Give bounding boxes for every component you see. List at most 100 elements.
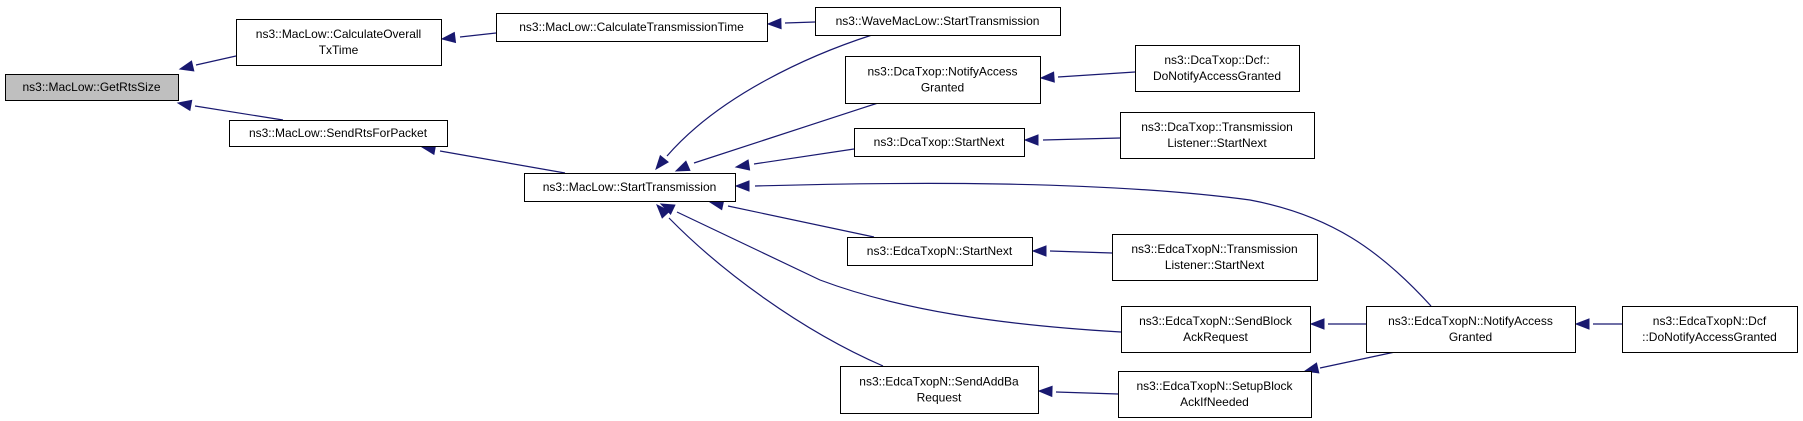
arrowhead: [1574, 318, 1590, 330]
node-label: AckRequest: [1183, 330, 1248, 344]
edge-starttransmission-to-sendrtsforpacket: [420, 143, 566, 174]
edge-dcatlstartnext-to-dcastartnext: [1023, 134, 1121, 146]
node-label: ns3::EdcaTxopN::SetupBlock: [1136, 379, 1293, 393]
node-box[interactable]: [847, 237, 1033, 266]
edge-wavestarttransmission-to-starttransmission: [655, 34, 873, 171]
node-dcadcfdonotify[interactable]: ns3::DcaTxop::Dcf::DoNotifyAccessGranted: [1135, 45, 1300, 92]
edge-line: [1055, 391, 1119, 395]
edge-line: [194, 105, 284, 121]
edge-edcasetupblockack-to-edcasendaddbarequest: [1037, 385, 1119, 398]
node-label: ns3::EdcaTxopN::SendBlock: [1139, 314, 1293, 328]
edge-line: [195, 55, 237, 66]
node-box[interactable]: [845, 56, 1041, 104]
arrowhead: [734, 159, 751, 171]
node-box[interactable]: [1112, 234, 1318, 281]
node-label: ns3::EdcaTxopN::Transmission: [1131, 242, 1297, 256]
node-box[interactable]: [1366, 306, 1576, 353]
node-label: ns3::MacLow::SendRtsForPacket: [249, 126, 428, 140]
arrowhead: [1039, 71, 1055, 83]
edge-dcastartnext-to-starttransmission: [734, 148, 855, 171]
nodes-layer: ns3::MacLow::GetRtsSize ns3::MacLow::Calc…: [5, 7, 1798, 418]
node-box[interactable]: [815, 7, 1061, 36]
edge-line: [459, 32, 497, 38]
node-label: ns3::DcaTxop::Dcf::: [1164, 53, 1269, 67]
node-box[interactable]: [854, 128, 1025, 157]
node-label: ns3::DcaTxop::StartNext: [874, 135, 1005, 149]
node-box[interactable]: [1135, 45, 1300, 92]
edge-line: [754, 182, 1432, 307]
arrowhead: [766, 17, 782, 30]
edge-edcanotifyaccessgranted-to-starttransmission: [734, 180, 1432, 307]
edge-edcasendblockackrequest-to-starttransmission: [659, 203, 1122, 333]
node-label: ns3::WaveMacLow::StartTransmission: [836, 14, 1040, 28]
arrowhead: [655, 154, 669, 171]
node-dcastartnext[interactable]: ns3::DcaTxop::StartNext: [854, 128, 1025, 157]
arrowhead: [1309, 318, 1325, 330]
node-label: ns3::MacLow::CalculateOverall: [256, 27, 421, 41]
arrowhead: [440, 31, 457, 44]
edge-line: [1049, 250, 1113, 254]
edge-line: [676, 211, 1122, 333]
node-label: ns3::EdcaTxopN::NotifyAccess: [1388, 314, 1553, 328]
arrowhead: [178, 60, 195, 72]
node-label: Request: [917, 391, 962, 405]
edge-edcasetupblockack-to-edcanotifyaccessgranted: [1303, 351, 1396, 374]
edge-sendrtsforpacket-to-getrtssize: [176, 99, 284, 121]
node-label: AckIfNeeded: [1180, 395, 1249, 409]
node-dcatlstartnext[interactable]: ns3::DcaTxop::TransmissionListener::Star…: [1120, 112, 1315, 159]
node-edcastartnext[interactable]: ns3::EdcaTxopN::StartNext: [847, 237, 1033, 266]
node-box[interactable]: [1622, 306, 1798, 353]
node-box[interactable]: [524, 173, 736, 202]
node-label: ns3::MacLow::CalculateTransmissionTime: [519, 20, 744, 34]
node-edcadcfdonotify[interactable]: ns3::EdcaTxopN::Dcf::DoNotifyAccessGrant…: [1622, 306, 1798, 353]
node-label: ns3::EdcaTxopN::SendAddBa: [859, 375, 1019, 389]
node-label: ns3::EdcaTxopN::Dcf: [1653, 314, 1767, 328]
arrowhead: [734, 180, 750, 192]
node-calctransmissiontime[interactable]: ns3::MacLow::CalculateTransmissionTime: [496, 13, 768, 42]
node-label: TxTime: [319, 43, 359, 57]
node-sendrtsforpacket[interactable]: ns3::MacLow::SendRtsForPacket: [229, 120, 448, 147]
node-label: ::DoNotifyAccessGranted: [1642, 330, 1777, 344]
node-label: Listener::StartNext: [1167, 136, 1267, 150]
node-box[interactable]: [1120, 112, 1315, 159]
edge-line: [727, 205, 875, 238]
node-label: Listener::StartNext: [1165, 258, 1265, 272]
node-wavestarttransmission[interactable]: ns3::WaveMacLow::StartTransmission: [815, 7, 1061, 36]
node-box[interactable]: [840, 366, 1039, 414]
edge-edcastartnext-to-starttransmission: [708, 199, 875, 238]
arrowhead: [656, 203, 671, 219]
arrowhead: [674, 160, 691, 172]
node-box[interactable]: [229, 120, 448, 147]
edge-dcanotifyaccessgranted-to-starttransmission: [674, 102, 879, 172]
edge-line: [1042, 137, 1121, 141]
edge-calctransmissiontime-to-calcoveralltxtime: [440, 31, 497, 44]
node-edcanotifyaccessgranted[interactable]: ns3::EdcaTxopN::NotifyAccessGranted: [1366, 306, 1576, 353]
arrowhead: [1023, 134, 1039, 146]
edge-line: [753, 148, 855, 165]
edge-line: [1319, 351, 1396, 369]
node-label: Granted: [921, 81, 964, 95]
edge-dcadcfdonotify-to-dcanotifyaccessgranted: [1039, 71, 1136, 83]
edge-wavestarttransmission-to-calctransmissiontime: [766, 17, 816, 30]
node-box[interactable]: [5, 74, 179, 101]
node-box[interactable]: [236, 19, 442, 66]
arrowhead: [1037, 385, 1053, 398]
node-starttransmission[interactable]: ns3::MacLow::StartTransmission: [524, 173, 736, 202]
node-label: ns3::DcaTxop::NotifyAccess: [867, 65, 1017, 79]
node-box[interactable]: [496, 13, 768, 42]
edge-line: [439, 150, 566, 174]
node-edcatlstartnext[interactable]: ns3::EdcaTxopN::TransmissionListener::St…: [1112, 234, 1318, 281]
node-box[interactable]: [1118, 371, 1312, 418]
arrowhead: [1031, 245, 1047, 257]
node-dcanotifyaccessgranted[interactable]: ns3::DcaTxop::NotifyAccessGranted: [845, 56, 1041, 104]
edge-line: [693, 102, 879, 164]
edge-line: [668, 217, 884, 367]
node-getrtssize[interactable]: ns3::MacLow::GetRtsSize: [5, 74, 179, 101]
node-box[interactable]: [1121, 306, 1311, 353]
node-label: ns3::EdcaTxopN::StartNext: [867, 244, 1013, 258]
